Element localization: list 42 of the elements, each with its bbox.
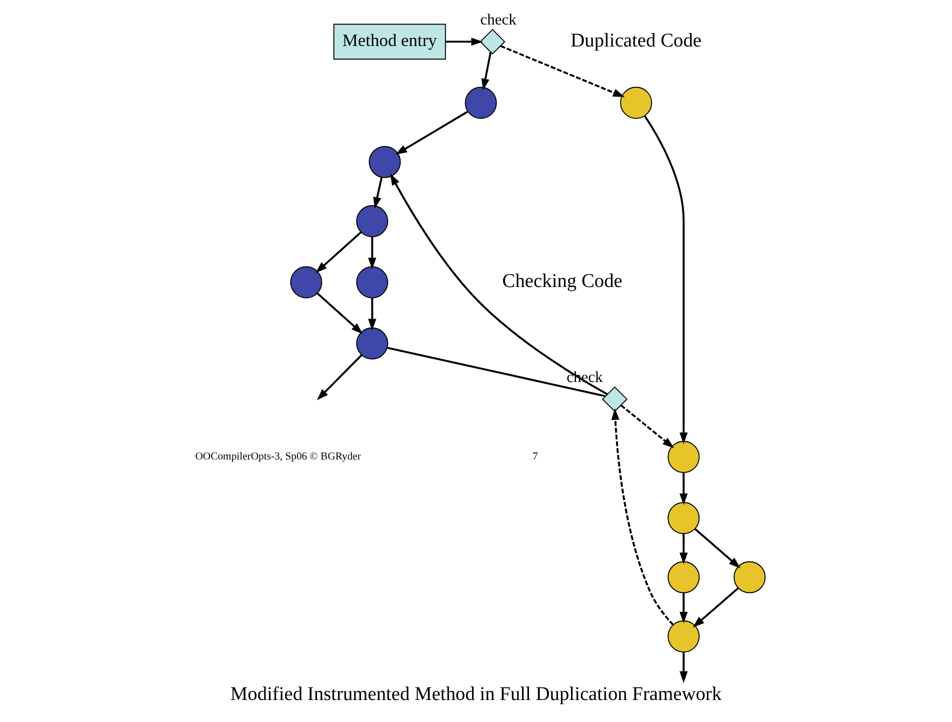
arrow [680, 472, 688, 506]
arrow [680, 652, 688, 683]
arrow [620, 404, 674, 448]
arrow [390, 174, 608, 396]
arrow [692, 587, 739, 628]
label: Duplicated Code [570, 30, 702, 52]
node-circle [356, 327, 388, 360]
node-diamond [602, 386, 628, 412]
label: OOCompilerOpts-3, Sp06 © BGRyder [195, 450, 361, 463]
arrow [316, 292, 363, 334]
arrow [368, 298, 376, 331]
node-circle [368, 146, 401, 178]
arrow [694, 528, 740, 568]
node-circle [668, 620, 700, 652]
arrow [680, 592, 688, 624]
node-circle [668, 440, 700, 473]
node-circle [356, 205, 388, 238]
arrow [680, 534, 688, 564]
node-circle [734, 561, 766, 594]
node-box: Method entry [333, 24, 446, 60]
node-circle [290, 266, 322, 298]
caption: Modified Instrumented Method in Full Duplication Framework [230, 684, 722, 706]
label: Checking Code [502, 271, 622, 292]
arrow [316, 231, 362, 274]
node-diamond [480, 28, 506, 55]
node-circle [464, 86, 497, 119]
arrow [481, 52, 492, 90]
connector [387, 346, 606, 398]
node-circle [620, 86, 652, 119]
label: 7 [532, 450, 538, 463]
arrow [445, 38, 483, 46]
arrow [395, 110, 468, 155]
node-circle [668, 561, 700, 594]
arrow [368, 236, 376, 270]
arrow [500, 45, 625, 98]
node-circle [356, 266, 388, 298]
arrow [611, 408, 674, 626]
arrow [316, 354, 362, 400]
node-label: check [480, 12, 516, 29]
arrow [373, 177, 383, 209]
arrow [644, 116, 688, 444]
node-circle [668, 502, 700, 534]
